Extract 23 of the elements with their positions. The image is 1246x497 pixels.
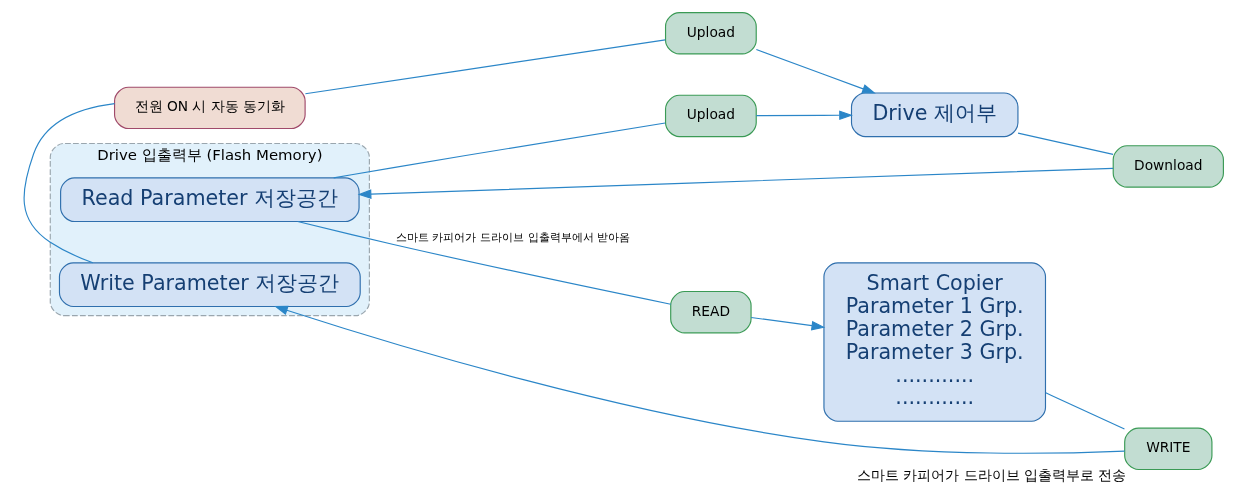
edge-label: 스마트 카피어가 드라이브 입출력부에서 받아옴 (395, 230, 630, 245)
node-box: Upload (664, 12, 757, 55)
node-box: 전원 ON 시 자동 동기화 (113, 86, 306, 130)
node-box: Upload (664, 94, 757, 138)
connector (23, 103, 115, 264)
connector (1044, 392, 1125, 430)
node-box: Write Parameter 저장공간 (58, 262, 361, 308)
arrow (750, 316, 825, 331)
connector (1017, 132, 1114, 155)
arrow (755, 110, 853, 121)
arrow (357, 167, 1114, 199)
connector (304, 39, 666, 95)
connector (296, 220, 671, 305)
node-box: WRITE (1123, 427, 1212, 471)
node-box: Read Parameter 저장공간 (59, 177, 360, 223)
node-box: Download (1112, 145, 1224, 188)
arrow (273, 305, 1125, 454)
connector (332, 122, 666, 179)
node-box: Smart Copier Parameter 1 Grp. Parameter 2 Grp. Parameter 3 Grp. ............ ............ (822, 262, 1046, 422)
arrow (755, 49, 876, 94)
node-label: 스마트 카피어가 드라이브 입출력부로 전송 (856, 467, 1126, 484)
node-box: READ (669, 290, 752, 334)
node-box: Drive 제어부 (850, 92, 1018, 138)
